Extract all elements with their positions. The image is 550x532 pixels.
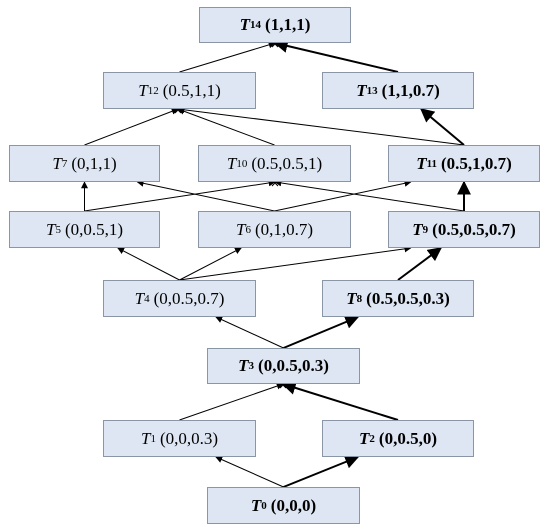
- edge-t12-t14: [179, 41, 276, 73]
- edge-t11-t13: [420, 108, 465, 146]
- node-label-letter: T: [140, 428, 151, 448]
- node-value: (0,0,0): [270, 495, 317, 515]
- node-label-letter: T: [250, 495, 262, 515]
- node-label-letter: T: [359, 428, 370, 448]
- node-value: (1,1,0.7): [381, 80, 440, 100]
- node-value: (1,1,1): [265, 15, 311, 34]
- edge-t10-t12: [177, 107, 275, 146]
- edge-t11-t12: [177, 106, 465, 146]
- node-label-subscript: 2: [369, 432, 375, 445]
- edge-t1-t3: [179, 382, 284, 421]
- node-label-letter: T: [45, 219, 56, 239]
- node-label-letter: T: [356, 80, 367, 100]
- edge-t2-t3: [281, 381, 399, 421]
- edge-t7-t12: [84, 107, 179, 146]
- node-label-subscript: 4: [144, 292, 150, 305]
- node-value: (0.5,0.5,0.7): [432, 219, 516, 239]
- node-value: (0,1,1): [71, 153, 117, 173]
- node-value: (0,0.5,0.7): [153, 288, 225, 308]
- node-value: (0,0.5,0): [378, 428, 437, 448]
- edge-t9-t10: [274, 179, 465, 212]
- node-label-subscript: 6: [245, 223, 251, 236]
- edge-t6-t11: [274, 179, 412, 212]
- node-label-subscript: 13: [366, 84, 378, 97]
- edge-t0-t2: [283, 455, 360, 488]
- node-label-subscript: 11: [426, 157, 437, 170]
- node-label-letter: T: [226, 153, 237, 173]
- node-label-letter: T: [238, 356, 249, 375]
- edge-t4-t9: [179, 245, 412, 281]
- edge-t4-t5: [117, 247, 180, 281]
- node-label-letter: T: [412, 219, 423, 239]
- edge-t13-t14: [273, 39, 399, 73]
- node-label-subscript: 8: [356, 292, 363, 305]
- edge-t3-t8: [283, 315, 360, 349]
- node-label-letter: T: [239, 15, 251, 34]
- node-label-subscript: 5: [55, 223, 61, 236]
- edge-t5-t10: [84, 179, 276, 212]
- node-label-subscript: 0: [261, 499, 267, 512]
- edge-t4-t6: [179, 247, 242, 281]
- edge-t0-t1: [215, 456, 284, 488]
- node-value: (0,0,0.3): [159, 428, 219, 448]
- node-label-subscript: 10: [236, 157, 248, 170]
- node-value: (0,1,0.7): [254, 219, 314, 239]
- edge-t8-t9: [397, 247, 443, 281]
- node-label-letter: T: [52, 153, 62, 173]
- node-value: (0.5,0.5,0.3): [366, 288, 450, 308]
- node-value: (0.5,1,1): [162, 80, 221, 100]
- node-label-subscript: 7: [61, 157, 68, 170]
- edge-t6-t7: [136, 179, 275, 212]
- node-label-letter: T: [235, 219, 246, 239]
- node-value: (0.5,1,0.7): [440, 153, 512, 173]
- node-label-subscript: 12: [147, 84, 159, 97]
- node-label-subscript: 14: [250, 19, 262, 31]
- node-label-subscript: 3: [248, 360, 255, 372]
- node-label-letter: T: [346, 288, 357, 308]
- node-value: (0,0.5,1): [64, 219, 124, 239]
- node-label-subscript: 1: [150, 432, 156, 445]
- node-value: (0,0.5,0.3): [258, 356, 329, 375]
- node-label-letter: T: [138, 80, 148, 100]
- node-label-subscript: 9: [422, 223, 429, 236]
- node-label-letter: T: [416, 153, 427, 173]
- node-value: (0.5,0.5,1): [251, 153, 323, 173]
- node-label-letter: T: [134, 288, 145, 308]
- edge-t3-t4: [215, 316, 284, 349]
